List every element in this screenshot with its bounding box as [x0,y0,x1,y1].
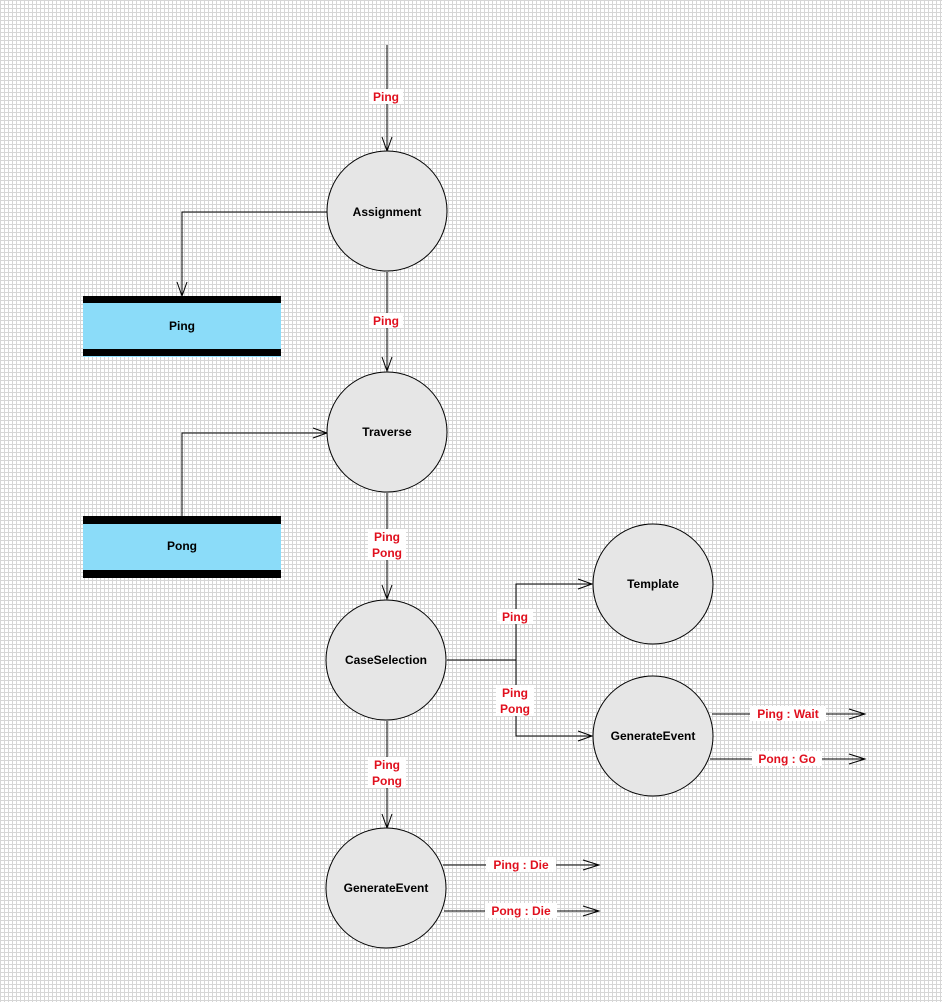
flow-label-traverse-caseselection-ping: Ping [374,530,400,544]
flow-label-caseselection-generateevent-bottom-pong: Pong [372,774,402,788]
flow-label-in-ping: Ping [373,90,399,104]
process-caseselection-label: CaseSelection [345,653,427,667]
data-store-pong[interactable]: Pong [83,516,281,578]
flow-label-caseselection-generateevent-bottom-ping: Ping [374,758,400,772]
process-generateevent-right[interactable]: GenerateEvent [592,675,714,797]
flow-label-caseselection-generateevent-ping: Ping [502,686,528,700]
flow-label-assignment-traverse: Ping [373,314,399,328]
flow-label-out-pong-go: Pong : Go [758,752,815,766]
flow-caseselection-branch[interactable] [447,578,594,742]
data-store-ping-label: Ping [169,319,195,333]
process-generateevent-right-label: GenerateEvent [611,729,696,743]
process-traverse[interactable]: Traverse [326,371,448,493]
data-store-pong-label: Pong [167,539,197,553]
flow-label-traverse-caseselection-pong: Pong [372,546,402,560]
flow-label-out-ping-wait: Ping : Wait [757,707,819,721]
process-generateevent-bottom[interactable]: GenerateEvent [325,827,447,949]
flow-label-caseselection-generateevent-pong: Pong [500,702,530,716]
data-store-ping[interactable]: Ping [83,296,281,357]
flow-label-out-pong-die: Pong : Die [491,904,551,918]
flow-label-out-ping-die: Ping : Die [493,858,549,872]
process-caseselection[interactable]: CaseSelection [325,599,447,721]
process-traverse-label: Traverse [362,425,412,439]
process-assignment[interactable]: Assignment [326,150,448,272]
process-generateevent-bottom-label: GenerateEvent [344,881,429,895]
flow-pong-store-to-traverse[interactable] [181,427,329,517]
process-assignment-label: Assignment [353,205,422,219]
flow-assignment-to-ping-store[interactable] [176,211,327,298]
process-template-label: Template [627,577,679,591]
process-template[interactable]: Template [592,523,714,645]
flow-label-caseselection-template: Ping [502,610,528,624]
